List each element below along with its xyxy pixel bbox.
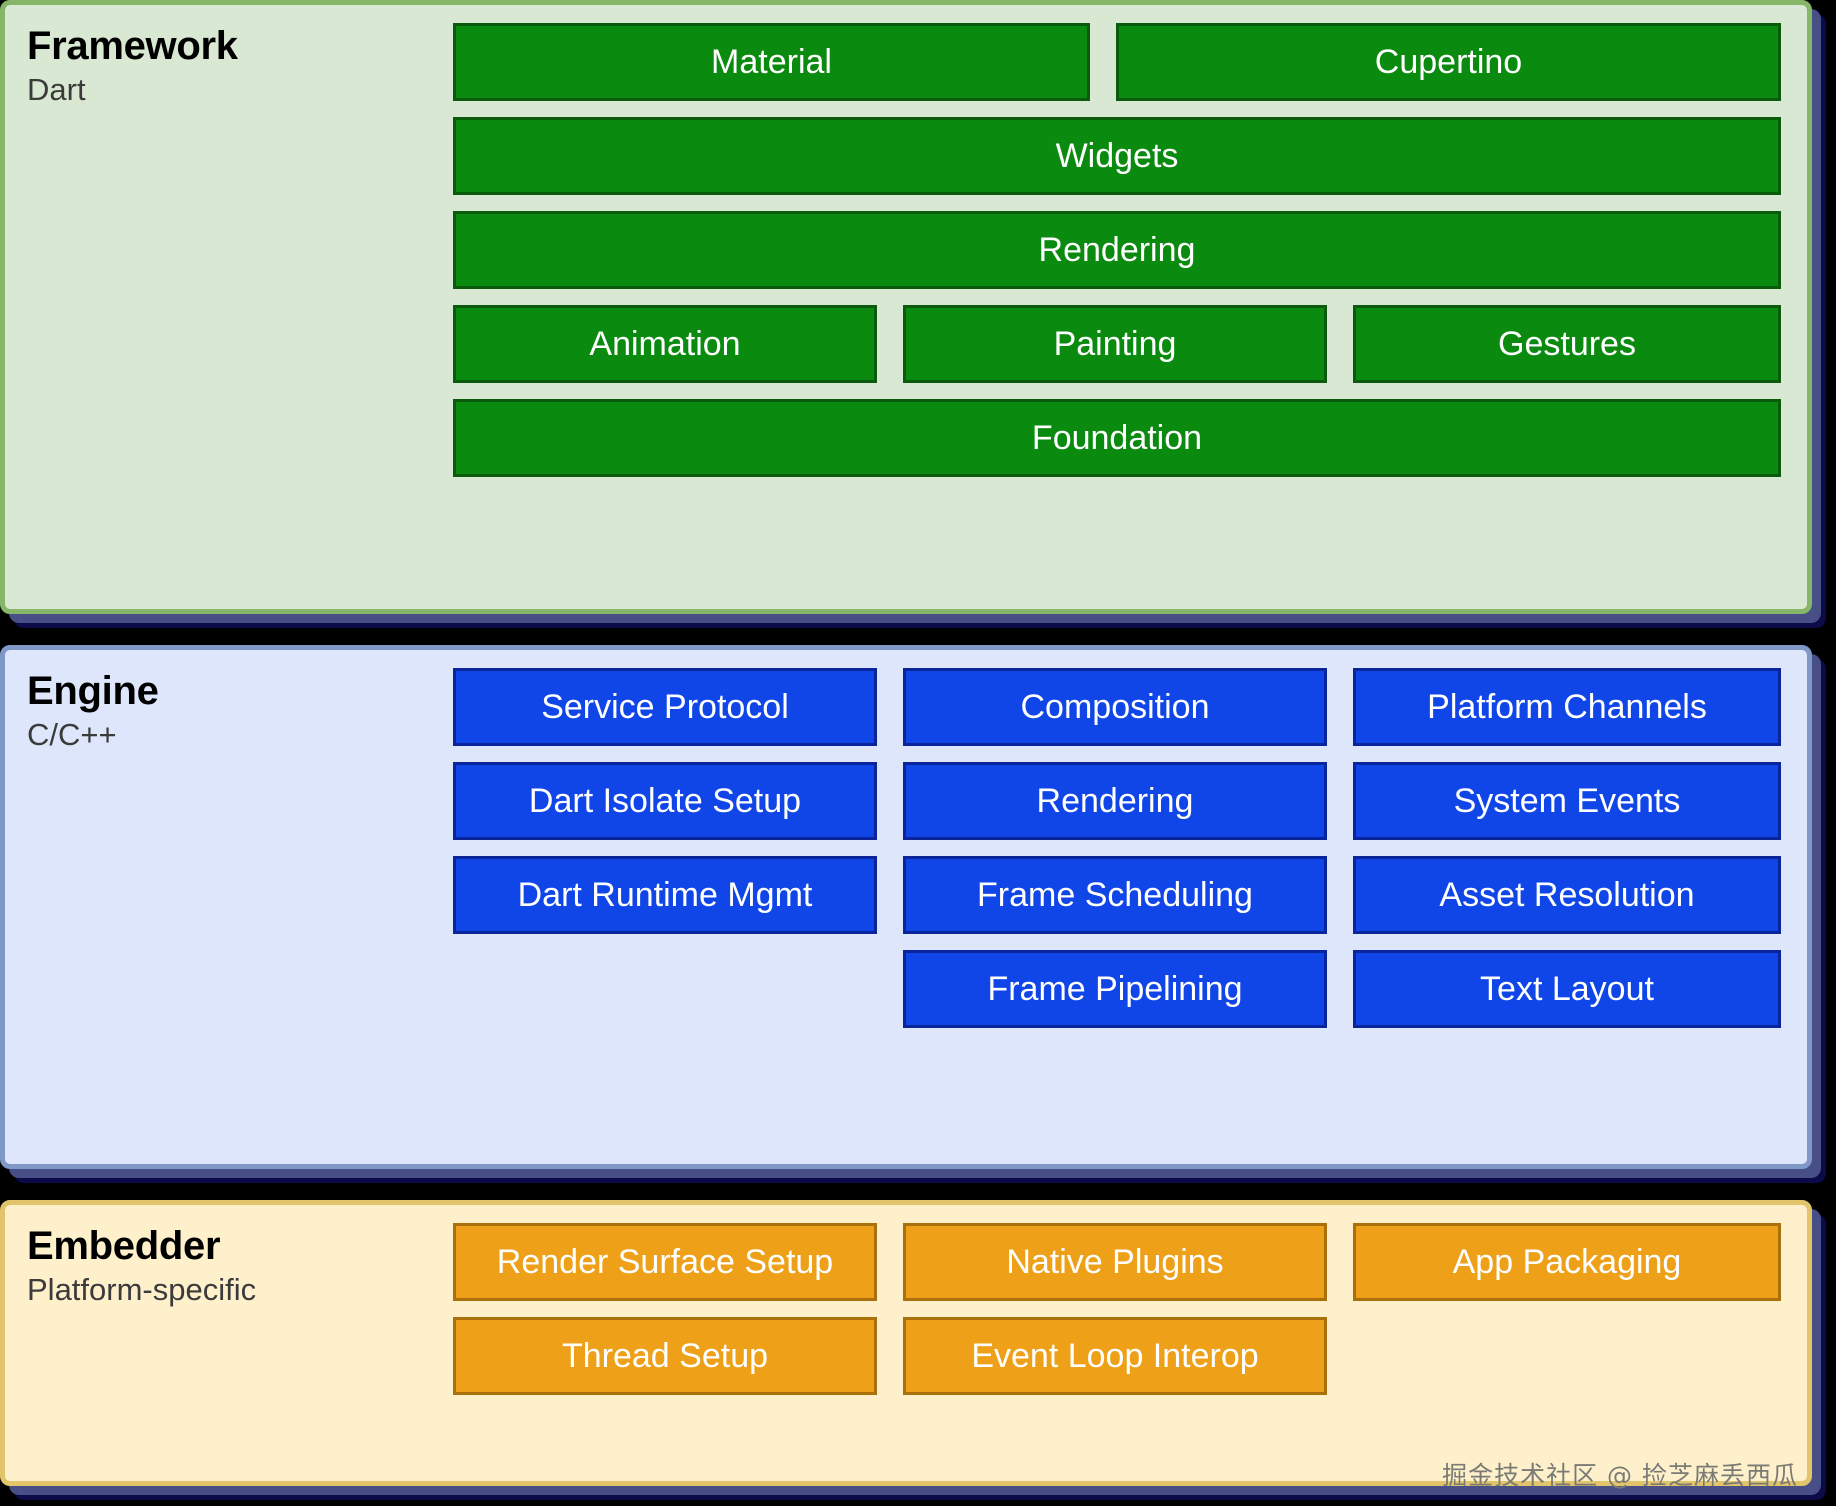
module-rendering-framework[interactable]: Rendering [453,211,1781,289]
module-event-loop-interop[interactable]: Event Loop Interop [903,1317,1327,1395]
module-composition[interactable]: Composition [903,668,1327,746]
engine-row-1: Service Protocol Composition Platform Ch… [453,668,1781,746]
layer-engine: Engine C/C++ Service Protocol Compositio… [0,645,1812,1169]
framework-row-1: Material Cupertino [453,23,1781,101]
watermark: 掘金技术社区 @ 捡芝麻丢西瓜 [1442,1461,1798,1490]
module-app-packaging[interactable]: App Packaging [1353,1223,1781,1301]
module-frame-pipelining[interactable]: Frame Pipelining [903,950,1327,1028]
layer-engine-modules: Service Protocol Composition Platform Ch… [453,650,1807,1028]
module-dart-isolate-setup[interactable]: Dart Isolate Setup [453,762,877,840]
module-cupertino[interactable]: Cupertino [1116,23,1781,101]
module-asset-resolution[interactable]: Asset Resolution [1353,856,1781,934]
layer-engine-subtitle: C/C++ [27,717,117,753]
module-foundation[interactable]: Foundation [453,399,1781,477]
layer-framework-title: Framework [27,24,238,68]
layer-embedder-titles: Embedder Platform-specific [5,1205,453,1309]
module-rendering-engine[interactable]: Rendering [903,762,1327,840]
embedder-row-1: Render Surface Setup Native Plugins App … [453,1223,1781,1301]
module-animation[interactable]: Animation [453,305,877,383]
framework-row-3: Rendering [453,211,1781,289]
engine-row-2: Dart Isolate Setup Rendering System Even… [453,762,1781,840]
layer-embedder-subtitle: Platform-specific [27,1272,257,1308]
module-service-protocol[interactable]: Service Protocol [453,668,877,746]
layer-embedder: Embedder Platform-specific Render Surfac… [0,1200,1812,1486]
module-material[interactable]: Material [453,23,1090,101]
module-widgets[interactable]: Widgets [453,117,1781,195]
embedder-row-2: Thread Setup Event Loop Interop [453,1317,1781,1395]
layer-framework-modules: Material Cupertino Widgets Rendering Ani… [453,5,1807,477]
engine-row-4: Frame Pipelining Text Layout [453,950,1781,1028]
module-painting[interactable]: Painting [903,305,1327,383]
framework-row-4: Animation Painting Gestures [453,305,1781,383]
engine-row-3: Dart Runtime Mgmt Frame Scheduling Asset… [453,856,1781,934]
module-gestures[interactable]: Gestures [1353,305,1781,383]
layer-framework-titles: Framework Dart [5,5,453,109]
module-dart-runtime-mgmt[interactable]: Dart Runtime Mgmt [453,856,877,934]
layer-framework-subtitle: Dart [27,72,86,108]
module-text-layout[interactable]: Text Layout [1353,950,1781,1028]
layer-engine-titles: Engine C/C++ [5,650,453,754]
engine-row-4-spacer [453,950,877,1028]
layer-embedder-title: Embedder [27,1224,221,1268]
framework-row-5: Foundation [453,399,1781,477]
layer-framework: Framework Dart Material Cupertino Widget… [0,0,1812,614]
module-native-plugins[interactable]: Native Plugins [903,1223,1327,1301]
module-thread-setup[interactable]: Thread Setup [453,1317,877,1395]
module-frame-scheduling[interactable]: Frame Scheduling [903,856,1327,934]
module-render-surface-setup[interactable]: Render Surface Setup [453,1223,877,1301]
layer-engine-title: Engine [27,669,159,713]
module-system-events[interactable]: System Events [1353,762,1781,840]
framework-row-2: Widgets [453,117,1781,195]
module-platform-channels[interactable]: Platform Channels [1353,668,1781,746]
layer-embedder-modules: Render Surface Setup Native Plugins App … [453,1205,1807,1395]
